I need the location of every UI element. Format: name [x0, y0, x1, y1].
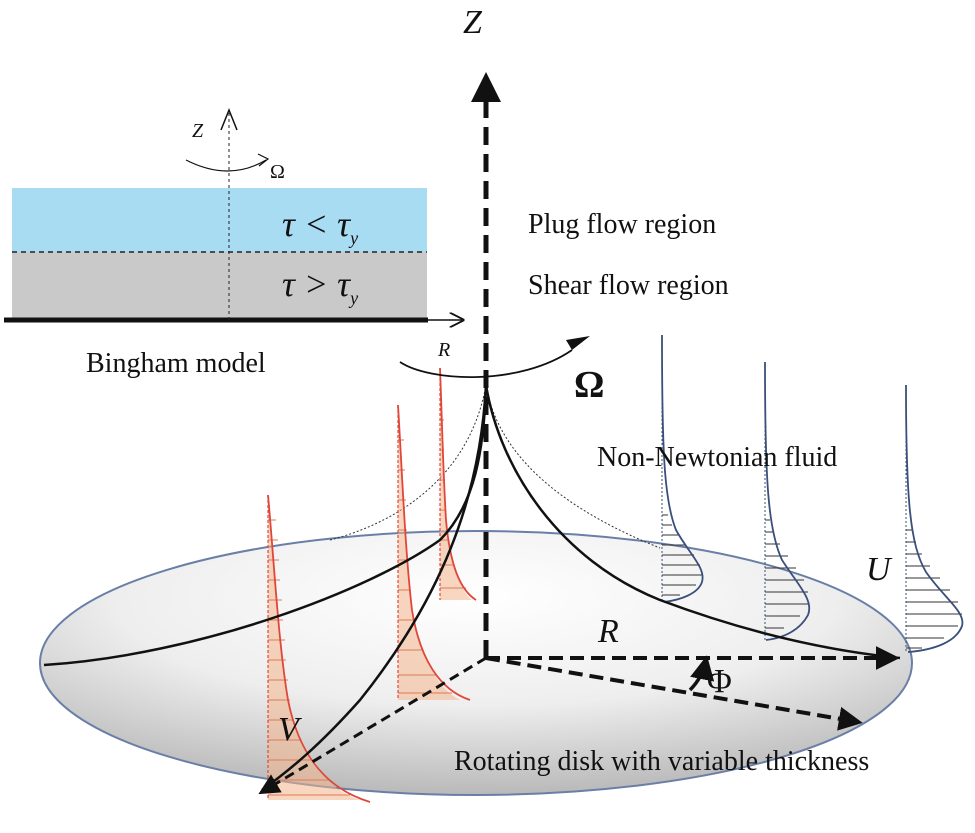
inset-z-arrowhead	[220, 107, 238, 131]
u-profile-1	[661, 334, 704, 603]
back-curve-left	[329, 384, 487, 541]
z-axis-label: Z	[463, 4, 483, 41]
main-curve-right	[484, 384, 901, 660]
inset-omega-label: Ω	[270, 161, 285, 183]
omega-rotation-arc	[399, 349, 573, 378]
omega-label: Ω	[574, 364, 604, 406]
r-axis-label: R	[597, 613, 619, 650]
u-profile-2	[764, 361, 811, 641]
rotating-disk	[39, 530, 913, 796]
inset-omega-arrowhead	[257, 153, 270, 167]
rotating-disk-label: Rotating disk with variable thickness	[454, 746, 869, 777]
plug-flow-label: Plug flow region	[528, 209, 716, 240]
shear-flow-label: Shear flow region	[528, 270, 729, 301]
tau-less-label: τ < τy	[282, 204, 358, 248]
v-profile-2	[397, 404, 471, 701]
inset-z-label: Z	[192, 120, 204, 142]
back-curve-right	[485, 384, 661, 549]
v-axis	[258, 656, 487, 795]
inset-omega-arc	[185, 159, 267, 172]
bingham-inset: Z Ω R τ < τy τ > τy Bingham model	[4, 107, 462, 379]
phi-arc	[688, 655, 715, 692]
u-label: U	[866, 551, 893, 588]
inset-r-label: R	[437, 339, 450, 361]
omega-arrowhead	[566, 336, 590, 350]
u-profile-3	[905, 384, 964, 653]
non-newtonian-label: Non-Newtonian fluid	[597, 442, 837, 473]
phi-label: Φ	[707, 663, 732, 700]
bingham-caption: Bingham model	[86, 348, 266, 379]
shear-region-band	[12, 252, 427, 318]
v-profile-1	[267, 494, 371, 803]
tau-greater-label: τ > τy	[282, 264, 358, 308]
plug-region-band	[12, 188, 427, 252]
main-curve-front	[261, 384, 488, 792]
v-profile-3	[439, 367, 477, 601]
main-curve-left	[43, 384, 488, 667]
